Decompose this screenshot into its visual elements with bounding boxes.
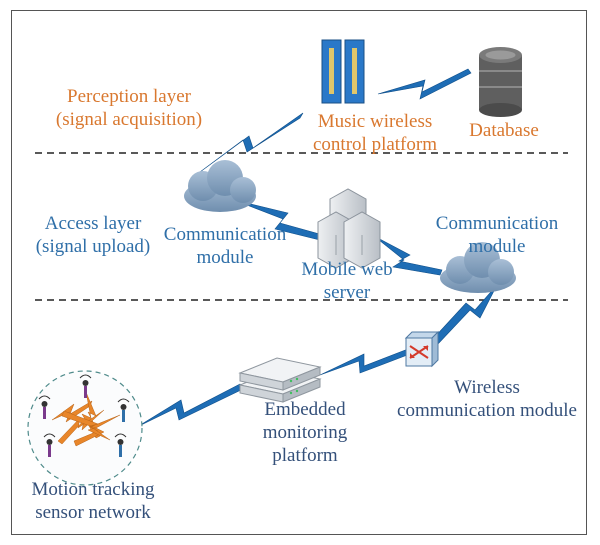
embedded-platform-icon [238,357,322,403]
comm-module-left-line1: Communication [163,224,287,245]
cloud-icon-left [184,160,256,212]
comm-module-left-line2: module [196,247,254,268]
antenna-icon [117,398,130,422]
embedded-platform-line2: monitoring [262,422,348,443]
antenna-icon [79,374,92,398]
wireless-comm-module-label: Wireless communication module [392,376,582,422]
link-bolt [199,112,304,173]
perception-layer-title: Perception layer [67,86,191,107]
mobile-web-server-line1: Mobile web [301,259,393,280]
antenna-icon [114,433,127,457]
comm-module-right-label: Communication module [422,212,572,258]
music-platform-line2: control platform [313,134,437,155]
link-bolt [319,348,411,376]
wireless-comm-module-line1: Wireless [454,377,520,398]
mobile-web-server-label: Mobile web server [292,258,402,304]
perception-layer-subtitle: (signal acquisition) [55,109,203,130]
sensor-network-line1: Motion tracking [31,479,155,500]
link-bolt [373,235,443,276]
database-icon [479,47,522,117]
access-layer-subtitle: (signal upload) [35,236,151,257]
music-platform-icon [321,39,365,104]
sensor-network-label: Motion tracking sensor network [18,478,168,524]
wireless-comm-module-line2: communication module [397,400,577,421]
server-icon [317,188,381,269]
cloud-icon-right [440,242,516,293]
perception-layer-label: Perception layer (signal acquisition) [38,85,220,131]
embedded-platform-label: Embedded monitoring platform [245,398,365,467]
antenna-icon [43,433,56,457]
access-layer-title: Access layer [44,213,142,234]
sensor-network-icon [27,370,143,486]
access-layer-label: Access layer (signal upload) [18,212,168,258]
embedded-platform-line3: platform [272,445,338,466]
embedded-platform-line1: Embedded [264,399,346,420]
comm-module-right-line1: Communication [435,213,559,234]
music-platform-label: Music wireless control platform [290,110,460,156]
link-bolt [136,383,244,428]
antenna-icon [38,395,51,419]
database-label: Database [469,120,539,141]
comm-module-right-line2: module [468,236,526,257]
music-platform-line1: Music wireless [317,111,433,132]
link-bolt [431,284,498,345]
sensor-network-line2: sensor network [35,502,151,523]
comm-module-left-label: Communication module [150,223,300,269]
link-bolt [377,68,472,100]
switch-icon [404,330,440,368]
mobile-web-server-line2: server [323,282,371,303]
